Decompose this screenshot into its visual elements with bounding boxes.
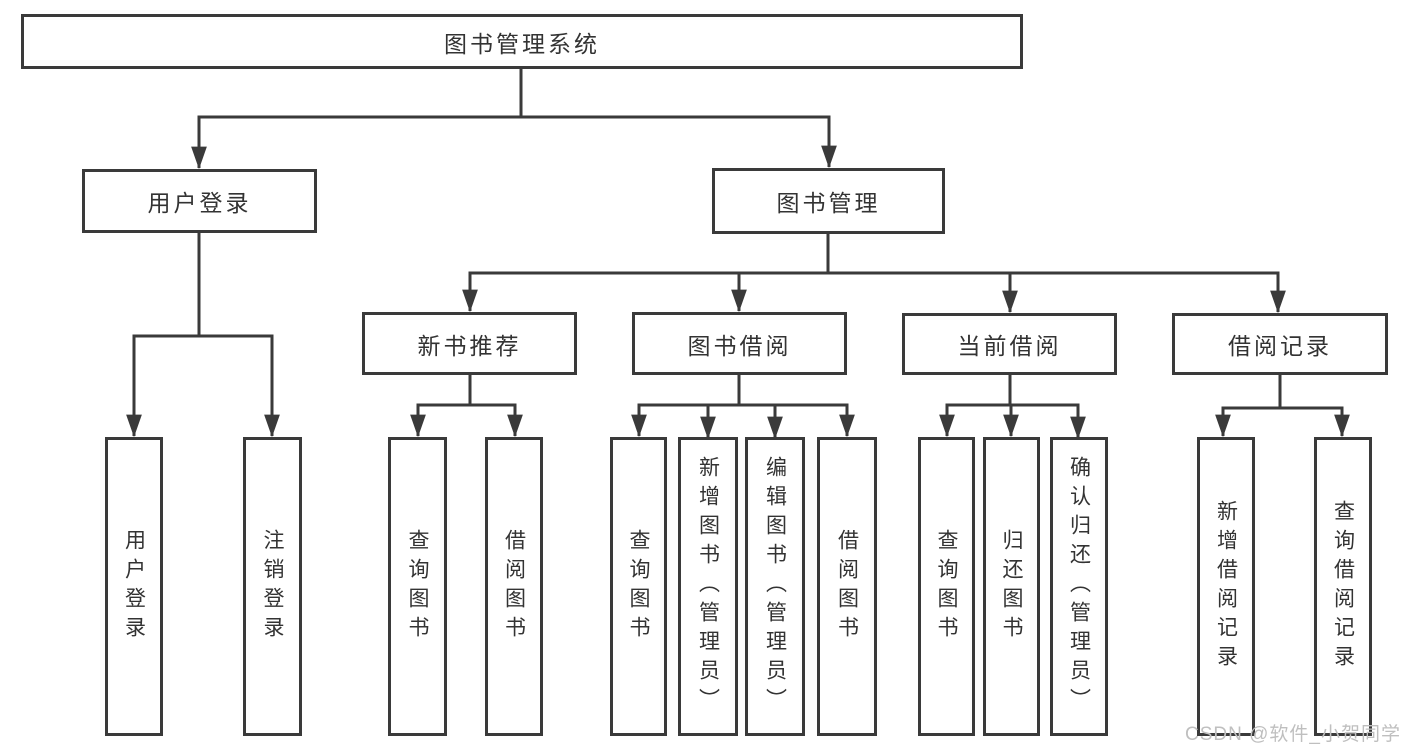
leaf-borrow-books-recommend: 借阅图书 [485, 437, 543, 736]
node-new-book-recommend: 新书推荐 [362, 312, 577, 375]
leaf-borrow-books: 借阅图书 [817, 437, 877, 736]
watermark: CSDN @软件_小贺同学 [1185, 724, 1401, 745]
leaf-return-books: 归还图书 [983, 437, 1040, 736]
leaf-logout: 注销登录 [243, 437, 302, 736]
connectors-borrowing-records [1215, 375, 1350, 438]
connectors-book-borrowing [631, 375, 855, 440]
connectors-new-book-recommend [410, 375, 523, 438]
leaf-query-books-borrowing: 查询图书 [610, 437, 667, 736]
node-user-login: 用户登录 [82, 169, 317, 233]
leaf-user-login: 用户登录 [105, 437, 163, 736]
node-borrowing-records: 借阅记录 [1172, 313, 1388, 375]
node-book-borrowing: 图书借阅 [632, 312, 847, 375]
leaf-query-books-current: 查询图书 [918, 437, 975, 736]
connectors-root-level [191, 69, 837, 170]
leaf-add-borrow-record: 新增借阅记录 [1197, 437, 1255, 736]
node-current-borrowing: 当前借阅 [902, 313, 1117, 375]
leaf-confirm-return-admin: 确认归还（管理员） [1050, 437, 1108, 736]
connectors-current-borrowing [939, 375, 1086, 440]
leaf-add-books-admin: 新增图书（管理员） [678, 437, 738, 736]
connectors-user-login [126, 233, 280, 438]
node-book-management: 图书管理 [712, 168, 945, 234]
leaf-query-borrow-record: 查询借阅记录 [1314, 437, 1372, 736]
leaf-query-books-recommend: 查询图书 [388, 437, 447, 736]
node-root: 图书管理系统 [21, 14, 1023, 69]
leaf-edit-books-admin: 编辑图书（管理员） [745, 437, 805, 736]
connectors-book-management [462, 234, 1286, 314]
